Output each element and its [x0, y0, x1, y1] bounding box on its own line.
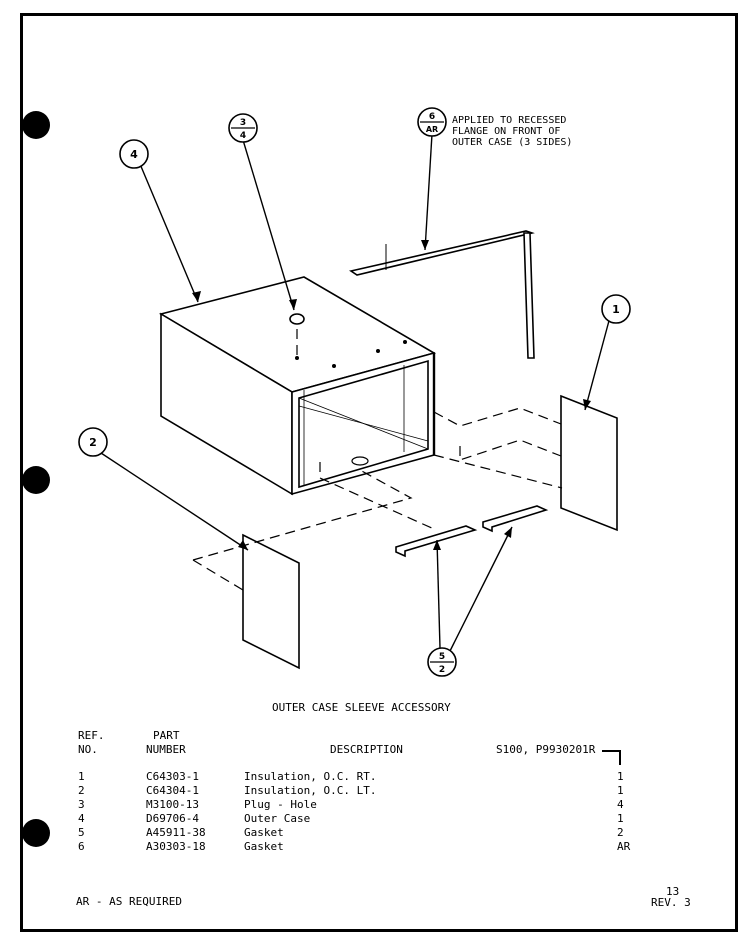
header-model: S100, P9930201R	[496, 743, 596, 756]
row-part-number: C64304-1	[146, 784, 199, 797]
row-quantity: 1	[617, 770, 624, 783]
header-part-line1: PART	[153, 729, 180, 742]
table-row: 3 M3100-13 Plug - Hole 4	[0, 798, 750, 812]
outer-case-drawing	[158, 276, 437, 496]
as-required-legend: AR - AS REQUIRED	[76, 895, 182, 908]
gasket-note-line-1: APPLIED TO RECESSED	[452, 115, 567, 126]
row-description: Gasket	[244, 826, 284, 839]
callout-3-number: 3	[240, 118, 246, 128]
row-description: Gasket	[244, 840, 284, 853]
page-border	[20, 13, 738, 932]
header-ref-line1: REF.	[78, 729, 105, 742]
callout-6-number: 6	[429, 112, 435, 122]
gasket-note-line-2: FLANGE ON FRONT OF	[452, 126, 561, 137]
row-description: Outer Case	[244, 812, 311, 825]
row-quantity: AR	[617, 840, 631, 853]
gasket-6-drawing	[349, 230, 535, 359]
model-bracket	[602, 750, 621, 765]
table-row: 5 A45911-38 Gasket 2	[0, 826, 750, 840]
callout-1-number: 1	[612, 303, 620, 316]
row-description: Insulation, O.C. RT.	[244, 770, 377, 783]
gasket-note-line-3: OUTER CASE (3 SIDES)	[452, 137, 573, 148]
row-ref: 3	[78, 798, 85, 811]
row-ref: 1	[78, 770, 85, 783]
header-ref-line2: NO.	[78, 743, 98, 756]
table-row: 6 A30303-18 Gasket AR	[0, 840, 750, 854]
plug-holes	[289, 313, 407, 368]
callout-circles	[78, 107, 631, 677]
row-part-number: C64303-1	[146, 770, 199, 783]
diagram-title: OUTER CASE SLEEVE ACCESSORY	[272, 701, 451, 714]
row-part-number: M3100-13	[146, 798, 199, 811]
row-quantity: 2	[617, 826, 624, 839]
row-ref: 2	[78, 784, 85, 797]
revision-label: REV. 3	[651, 896, 691, 909]
row-ref: 6	[78, 840, 85, 853]
callout-3-quantity: 4	[240, 131, 246, 141]
callout-2-number: 2	[89, 436, 97, 449]
page-number: 13	[666, 885, 680, 898]
binder-hole-top	[22, 111, 50, 139]
table-row: 4 D69706-4 Outer Case 1	[0, 812, 750, 826]
binder-hole-bottom	[22, 819, 50, 847]
row-part-number: D69706-4	[146, 812, 199, 825]
insulation-left-drawing	[242, 533, 300, 670]
row-description: Insulation, O.C. LT.	[244, 784, 377, 797]
binder-hole-middle	[22, 466, 50, 494]
row-part-number: A45911-38	[146, 826, 206, 839]
row-description: Plug - Hole	[244, 798, 317, 811]
callout-6-quantity: AR	[426, 125, 438, 134]
table-row: 1 C64303-1 Insulation, O.C. RT. 1	[0, 770, 750, 784]
header-part-line2: NUMBER	[146, 743, 186, 756]
row-ref: 4	[78, 812, 85, 825]
row-quantity: 1	[617, 784, 624, 797]
row-quantity: 1	[617, 812, 624, 825]
table-row: 2 C64304-1 Insulation, O.C. LT. 1	[0, 784, 750, 798]
gasket-5-drawing	[395, 505, 549, 558]
header-description: DESCRIPTION	[330, 743, 403, 756]
row-ref: 5	[78, 826, 85, 839]
row-quantity: 4	[617, 798, 624, 811]
insulation-right-drawing	[560, 394, 618, 532]
callout-5-number: 5	[439, 652, 445, 662]
callout-4-number: 4	[130, 148, 138, 161]
row-part-number: A30303-18	[146, 840, 206, 853]
callout-5-quantity: 2	[439, 665, 445, 675]
